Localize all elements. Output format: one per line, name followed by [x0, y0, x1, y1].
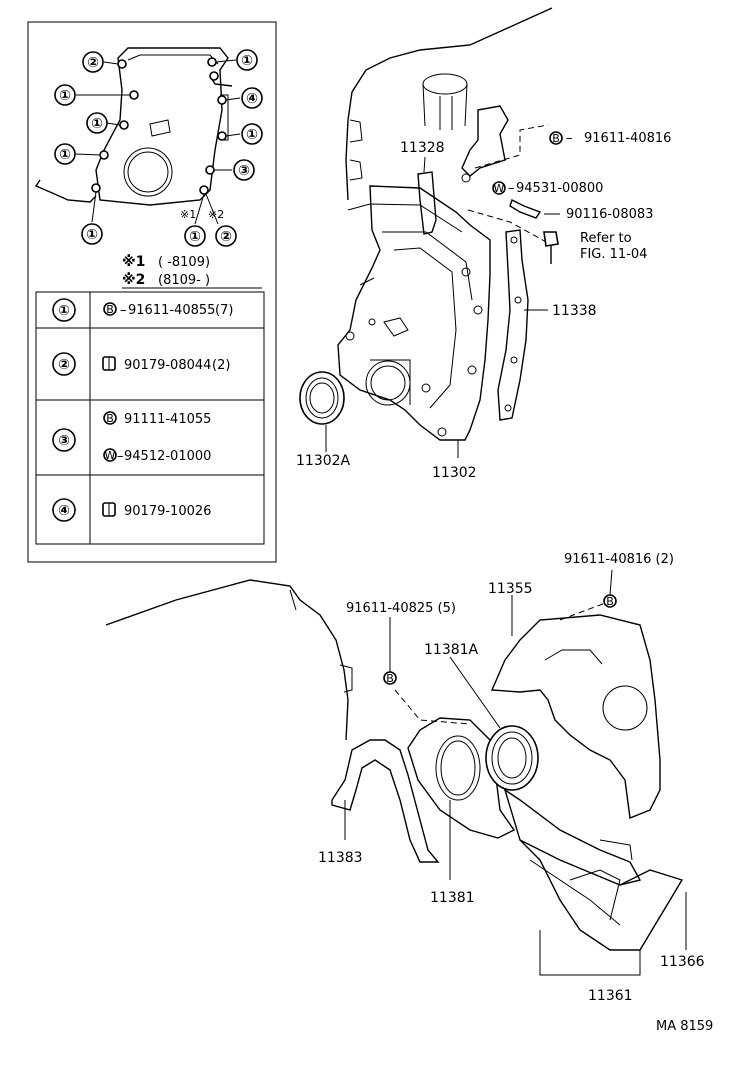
callout: ① [59, 88, 71, 104]
diagram-code: MA 8159 [656, 1019, 713, 1034]
washer-symbol: W [494, 182, 505, 195]
part-label-11328: 11328 [400, 140, 445, 156]
refer-to-label: Refer to [580, 231, 632, 246]
table-part: 90179-10026 [124, 504, 211, 519]
svg-text:–: – [117, 449, 124, 464]
table-qty: (2) [212, 358, 230, 373]
part-number-94531-00800: 94531-00800 [516, 181, 603, 196]
lower-assembly: B B 91611-40816 (2) 91611-40825 (5) 1135… [105, 552, 705, 1004]
part-label-11383: 11383 [318, 850, 363, 866]
part-label-11366: 11366 [660, 954, 705, 970]
small-mark-1: ※1 [180, 208, 196, 221]
washer-symbol: W [105, 449, 116, 462]
bolt-symbol: B [106, 412, 114, 425]
bolt-symbol: B [606, 595, 614, 608]
inset-panel: ② ① ① ① ① ① ① ② ① ④ ③ ※1 ※2 ※1 ( [27, 21, 277, 563]
callout: ① [246, 127, 258, 143]
note-1-range: ( -8109) [158, 255, 210, 270]
table-key: ③ [58, 433, 70, 449]
part-label-11381A: 11381A [424, 642, 479, 658]
part-number-91611-40816: 91611-40816 [584, 131, 671, 146]
table-key: ② [58, 357, 70, 373]
bolt-symbol: B [106, 303, 114, 316]
refer-figure-label: FIG. 11-04 [580, 247, 647, 262]
part-label-11381: 11381 [430, 890, 475, 906]
hex-bolt-icon [543, 231, 559, 264]
inset-table: ① B – 91611-40855 (7) ② 90179-08044 (2) … [35, 291, 265, 545]
part-label-11361: 11361 [588, 988, 633, 1004]
part-label-11355: 11355 [488, 581, 533, 597]
table-part: 90179-08044 [124, 358, 211, 373]
part-label-11302: 11302 [432, 465, 477, 481]
part-label-11302A: 11302A [296, 453, 351, 469]
nut-icon [102, 356, 116, 371]
svg-text:–: – [508, 181, 515, 196]
part-label-11338: 11338 [552, 303, 597, 319]
part-number-91611-40816-qty: 91611-40816 (2) [564, 552, 674, 567]
callout: ② [220, 229, 232, 245]
inset-notes: ※1 ( -8109) ※2 (8109- ) [122, 254, 262, 289]
callout: ① [86, 227, 98, 243]
table-part: 94512-01000 [124, 449, 211, 464]
table-part: 91111-41055 [124, 412, 211, 427]
callout: ① [241, 53, 253, 69]
small-mark-2: ※2 [208, 208, 224, 221]
table-key: ④ [58, 503, 70, 519]
callout: ③ [238, 163, 250, 179]
callout: ① [91, 116, 103, 132]
nut-icon [102, 502, 116, 517]
svg-text:–: – [120, 303, 127, 318]
table-key: ① [58, 303, 70, 319]
callout: ① [59, 147, 71, 163]
bolt-symbol: B [552, 132, 560, 145]
part-number-91611-40825-qty: 91611-40825 (5) [346, 601, 456, 616]
inset-callouts: ② ① ① ① ① ① ① ② ① ④ ③ [54, 49, 263, 247]
inset-leaders [75, 59, 241, 225]
upper-assembly: 11328 11338 11302A 11302 B – 91611-40816… [296, 7, 671, 481]
callout: ④ [246, 91, 258, 107]
callout: ① [189, 229, 201, 245]
table-part: 91611-40855 [128, 303, 215, 318]
table-qty: (7) [215, 303, 233, 318]
note-2-mark: ※2 [122, 272, 145, 288]
part-number-90116-08083: 90116-08083 [566, 207, 653, 222]
bolt-symbol: B [386, 672, 394, 685]
note-1-mark: ※1 [122, 254, 145, 270]
svg-text:–: – [566, 131, 573, 146]
note-2-range: (8109- ) [158, 273, 210, 288]
inset-bolt-dots [91, 57, 227, 195]
callout: ② [87, 55, 99, 71]
